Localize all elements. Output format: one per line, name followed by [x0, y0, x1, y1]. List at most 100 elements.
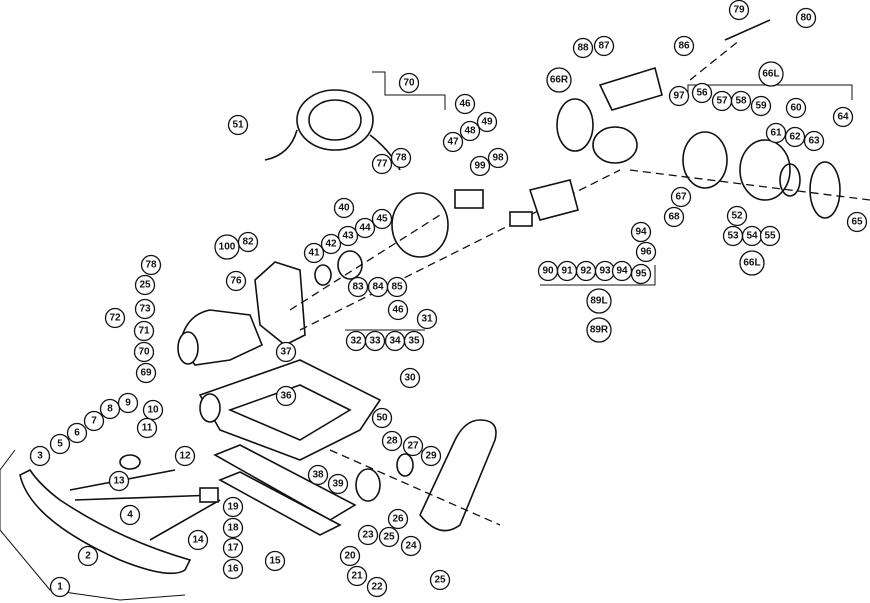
callout-70: 70 [398, 72, 420, 94]
fitting [119, 454, 141, 470]
callout-circle [572, 37, 594, 59]
callout-number: 58 [735, 96, 747, 107]
callout-41: 41 [303, 242, 325, 264]
callout-11: 11 [136, 417, 158, 439]
callout-circle [454, 93, 476, 115]
callout-92: 92 [575, 260, 597, 282]
callout-number: 53 [727, 231, 739, 242]
callout-69: 69 [135, 362, 157, 384]
callout-26: 26 [387, 508, 409, 530]
callout-number: 76 [230, 276, 242, 287]
callout-number: 25 [383, 532, 395, 543]
callout-number: 89L [590, 296, 607, 307]
callout-71: 71 [133, 320, 155, 342]
callout-number: 10 [147, 405, 159, 416]
callout-50: 50 [371, 407, 393, 429]
callout-circle [133, 320, 155, 342]
callout-number: 46 [459, 99, 471, 110]
callout-86: 86 [673, 35, 695, 57]
callout-circle [403, 330, 425, 352]
callout-42: 42 [320, 233, 342, 255]
callout-circle [398, 72, 420, 94]
callout-number: 72 [109, 313, 121, 324]
callout-number: 54 [746, 231, 758, 242]
callout-95: 95 [630, 263, 652, 285]
callout-79: 79 [728, 0, 750, 21]
callout-number: 46 [392, 305, 404, 316]
callout-number: 92 [580, 266, 592, 277]
callout-number: 60 [790, 103, 802, 114]
callout-circle [346, 565, 368, 587]
callout-63: 63 [803, 130, 825, 152]
housing-cover [391, 192, 449, 258]
callout-number: 23 [362, 530, 374, 541]
impeller [337, 250, 363, 280]
callout-circle [442, 131, 464, 153]
callout-84: 84 [367, 276, 389, 298]
callout-25: 25 [134, 274, 156, 296]
callout-number: 45 [376, 214, 388, 225]
callout-65: 65 [846, 211, 868, 233]
callout-94: 94 [630, 221, 652, 243]
callout-76: 76 [225, 270, 247, 292]
callout-circle [134, 298, 156, 320]
callout-number: 36 [280, 391, 292, 402]
callout-circle [399, 367, 421, 389]
callout-47: 47 [442, 131, 464, 153]
callout-circle [784, 126, 806, 148]
callout-circle [222, 517, 244, 539]
skid-plate [213, 444, 357, 521]
main-dash [289, 169, 621, 331]
callout-40: 40 [333, 197, 355, 219]
callout-circle [429, 569, 451, 591]
callout-number: 9 [125, 398, 131, 409]
callout-circle [381, 430, 403, 452]
callout-circle [119, 504, 141, 526]
callout-66l: 66L [739, 250, 765, 276]
callout-circle [785, 97, 807, 119]
callout-15: 15 [264, 550, 286, 572]
callout-circle [49, 576, 71, 598]
callout-circle [134, 274, 156, 296]
callout-number: 11 [142, 423, 153, 434]
callout-21: 21 [346, 565, 368, 587]
callout-39: 39 [327, 473, 349, 495]
callout-number: 62 [789, 132, 801, 143]
callout-number: 96 [640, 247, 652, 258]
callout-circle [187, 529, 209, 551]
callout-48: 48 [459, 120, 481, 142]
callout-64: 64 [832, 106, 854, 128]
callout-5: 5 [49, 433, 71, 455]
callout-circle [765, 122, 787, 144]
callout-88: 88 [572, 37, 594, 59]
callout-circle [673, 35, 695, 57]
axle-shaft [724, 19, 771, 41]
callout-28: 28 [381, 430, 403, 452]
callout-14: 14 [187, 529, 209, 551]
callout-circle [99, 398, 121, 420]
callout-number: 40 [338, 203, 350, 214]
callout-83: 83 [347, 276, 369, 298]
callout-68: 68 [663, 206, 685, 228]
callout-circle [371, 208, 393, 230]
skid-plate-lower [218, 471, 342, 536]
callout-35: 35 [403, 330, 425, 352]
belt-dash [329, 449, 501, 526]
callout-89l: 89L [586, 288, 612, 314]
callout-10: 10 [142, 399, 164, 421]
callout-45: 45 [371, 208, 393, 230]
callout-number: 47 [447, 137, 459, 148]
callout-36: 36 [275, 385, 297, 407]
callout-number: 66L [762, 69, 779, 80]
wheel-left [199, 393, 221, 423]
callout-number: 87 [598, 41, 610, 52]
callout-number: 28 [386, 436, 398, 447]
pulley-small [396, 453, 414, 477]
bearing [314, 264, 332, 286]
callout-circle [108, 470, 130, 492]
callout-number: 17 [227, 543, 239, 554]
callout-number: 67 [675, 192, 687, 203]
callout-number: 32 [350, 336, 362, 347]
callout-7: 7 [83, 410, 105, 432]
callout-circle [222, 496, 244, 518]
